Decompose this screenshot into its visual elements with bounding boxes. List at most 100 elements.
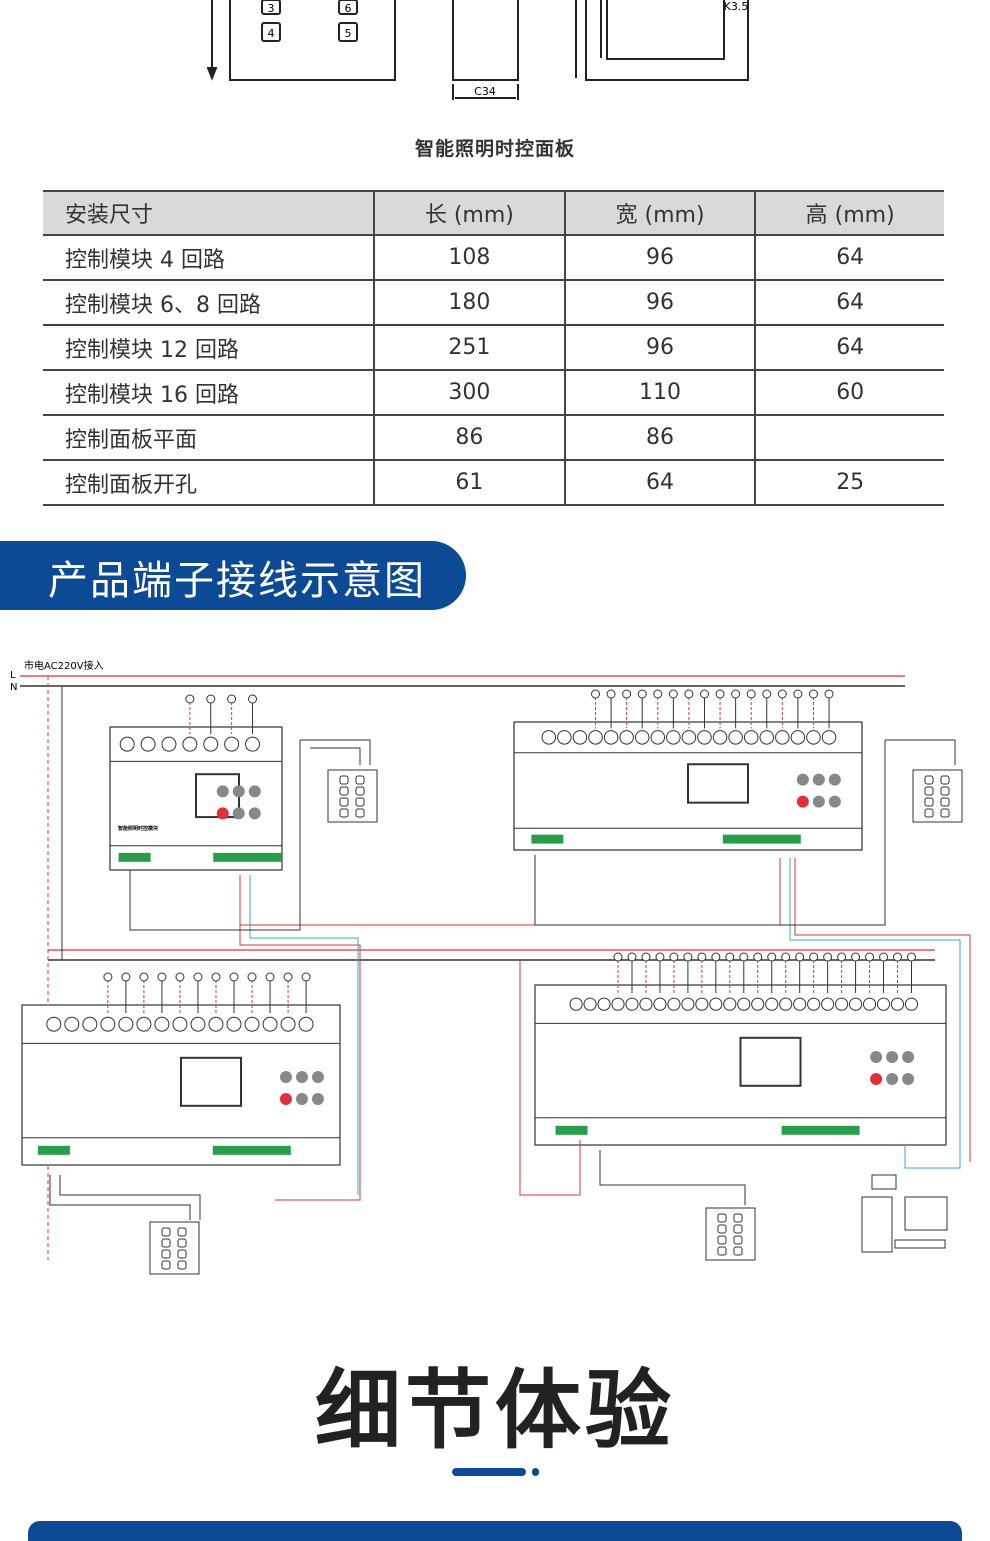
lamp-icon bbox=[739, 952, 749, 962]
decorative-dot bbox=[532, 1468, 539, 1476]
keypad-key bbox=[940, 797, 950, 807]
module-button bbox=[248, 785, 261, 798]
terminal bbox=[244, 1016, 260, 1032]
lamp-icon bbox=[795, 952, 805, 962]
terminal bbox=[597, 997, 611, 1011]
terminal bbox=[862, 997, 877, 1011]
terminal bbox=[765, 997, 779, 1011]
terminal bbox=[625, 997, 639, 1011]
lamp-icon bbox=[762, 689, 772, 699]
terminal-block bbox=[781, 1125, 860, 1135]
lamp-icon bbox=[301, 972, 311, 982]
lamp-icon bbox=[157, 972, 167, 982]
module-button bbox=[902, 1073, 915, 1085]
column-header: 高 (mm) bbox=[754, 190, 944, 236]
keypad-panel bbox=[327, 769, 378, 823]
computer-tower-icon bbox=[861, 1196, 893, 1253]
power-wire bbox=[519, 960, 581, 1196]
lamp-icon bbox=[627, 952, 637, 962]
lamp-icon bbox=[731, 689, 741, 699]
terminal bbox=[666, 730, 681, 745]
lamp-icon bbox=[668, 689, 678, 699]
lamp-icon bbox=[175, 972, 185, 982]
terminal bbox=[588, 730, 603, 745]
terminal bbox=[64, 1016, 80, 1032]
width-dimension-label: C34 bbox=[474, 85, 496, 98]
lamp-icon bbox=[767, 952, 777, 962]
keypad-key bbox=[177, 1227, 187, 1237]
lamp-icon bbox=[653, 689, 663, 699]
module-button bbox=[295, 1093, 308, 1105]
converter-icon bbox=[871, 1174, 897, 1190]
lamp-icon bbox=[879, 952, 889, 962]
keypad-key bbox=[161, 1227, 171, 1237]
keypad-key bbox=[177, 1260, 187, 1270]
lamp-icon bbox=[753, 952, 763, 962]
keypad-key bbox=[924, 775, 934, 785]
module-button bbox=[828, 773, 841, 786]
terminal bbox=[203, 736, 219, 752]
lamp-icon bbox=[715, 689, 725, 699]
keypad-key bbox=[339, 808, 349, 818]
section-banner-title: 产品端子接线示意图 bbox=[48, 558, 426, 604]
terminal bbox=[779, 997, 793, 1011]
keypad-key bbox=[717, 1246, 727, 1256]
lamp-icon bbox=[746, 689, 756, 699]
keypad-key bbox=[924, 808, 934, 818]
keypad-key bbox=[355, 775, 365, 785]
lamp-icon bbox=[622, 689, 632, 699]
table-cell: 64 bbox=[754, 235, 944, 281]
table-cell: 控制模块 16 回路 bbox=[43, 370, 374, 416]
radius-dimension-label: K3.5 bbox=[724, 0, 749, 13]
table-cell: 86 bbox=[373, 415, 565, 461]
comm-wire bbox=[239, 875, 361, 1201]
keypad-panel bbox=[912, 769, 963, 823]
terminal bbox=[208, 1016, 224, 1032]
table-cell: 60 bbox=[754, 370, 944, 416]
terminal bbox=[681, 997, 695, 1011]
keypad-key bbox=[717, 1213, 727, 1223]
lamp-icon bbox=[206, 694, 216, 704]
terminal bbox=[743, 730, 759, 745]
keypad-key bbox=[924, 797, 934, 807]
terminal bbox=[611, 997, 625, 1011]
comm-wire bbox=[789, 858, 961, 1169]
keypad-key bbox=[177, 1238, 187, 1248]
terminal bbox=[681, 730, 697, 745]
table-cell: 96 bbox=[563, 235, 756, 281]
terminal bbox=[541, 730, 557, 745]
lamp-icon bbox=[683, 952, 693, 962]
module-button bbox=[812, 795, 825, 808]
module-display bbox=[180, 1056, 242, 1107]
terminal bbox=[172, 1016, 188, 1032]
keypad-key bbox=[940, 786, 950, 796]
lamp-icon bbox=[781, 952, 791, 962]
terminal bbox=[245, 736, 261, 752]
table-cell: 96 bbox=[563, 325, 756, 371]
table-cell: 25 bbox=[754, 460, 944, 506]
lamp-icon bbox=[229, 972, 239, 982]
terminal bbox=[140, 736, 156, 752]
terminal bbox=[904, 997, 919, 1011]
panel-caption: 智能照明时控面板 bbox=[414, 138, 575, 160]
terminal bbox=[634, 730, 650, 745]
lamp-icon bbox=[283, 972, 293, 982]
module-button bbox=[232, 807, 245, 820]
terminal bbox=[723, 997, 737, 1011]
comm-wire bbox=[794, 858, 971, 1162]
keypad-key bbox=[161, 1249, 171, 1259]
terminal bbox=[737, 997, 751, 1011]
terminal bbox=[262, 1016, 278, 1032]
terminal bbox=[653, 997, 667, 1011]
table-header-row: 安装尺寸 长 (mm) 宽 (mm) 高 (mm) bbox=[43, 190, 944, 236]
lamp-icon bbox=[641, 952, 651, 962]
module-button bbox=[812, 773, 825, 786]
table-cell: 控制面板平面 bbox=[43, 415, 374, 461]
keypad-key bbox=[940, 775, 950, 785]
terminal bbox=[82, 1016, 98, 1032]
keypad-key bbox=[733, 1246, 743, 1256]
